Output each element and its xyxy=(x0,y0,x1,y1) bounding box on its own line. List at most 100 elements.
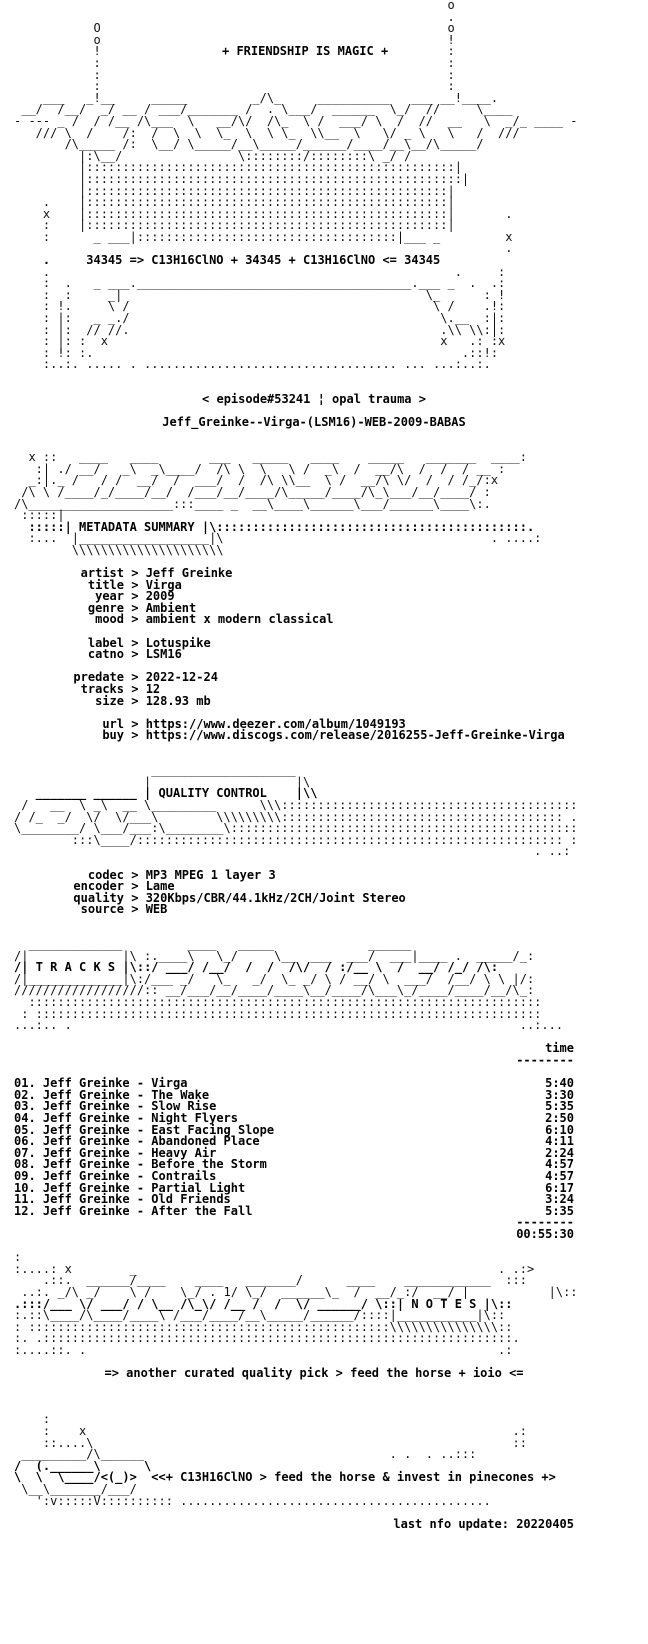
field-key: artist xyxy=(80,566,124,581)
track-number: 06. xyxy=(14,1134,36,1149)
total-time: 00:55:30 xyxy=(516,1226,574,1241)
track-title: Jeff Greinke - The Wake xyxy=(42,1087,210,1102)
track-number: 07. xyxy=(14,1145,36,1160)
time-header: time xyxy=(545,1041,574,1056)
field-encoder: encoder > Lame xyxy=(14,879,644,894)
quality-fields: codec > MP3 MPEG 1 layer 3 encoder > Lam… xyxy=(14,869,644,916)
url-link[interactable]: https://www.deezer.com/album/1049193 xyxy=(145,716,406,731)
ascii-art-header: o . O o o ! ! xyxy=(14,0,578,256)
track-number: 05. xyxy=(14,1122,36,1137)
track-time: 2:50 xyxy=(545,1111,574,1125)
field-mood: mood > ambient x modern classical xyxy=(14,614,644,626)
field-key: quality xyxy=(73,890,124,905)
field-source: source > WEB xyxy=(14,904,644,916)
field-value: LSM16 xyxy=(145,647,182,662)
field-key: url xyxy=(102,716,124,731)
field-key: tracks xyxy=(80,682,124,697)
track-number: 03. xyxy=(14,1099,36,1114)
track-title: Jeff Greinke - Heavy Air xyxy=(42,1145,217,1160)
ascii-art-quality: / __ \ _\ __ \_________ \\\:::::::::::::… xyxy=(14,797,578,859)
track-number: 11. xyxy=(14,1192,36,1207)
field-catno: catno > LSM16 xyxy=(14,647,644,662)
field-value: 2022-12-24 xyxy=(145,670,218,685)
field-label: label > Lotuspike xyxy=(14,635,644,650)
field-value: Jeff Greinke xyxy=(145,566,233,581)
track-time: 4:57 xyxy=(545,1168,574,1183)
track-number: 02. xyxy=(14,1087,36,1102)
ascii-art-metadata-bottom: :... |__________________|\ . ....: \\\\\… xyxy=(28,531,542,557)
episode-line: < episode#53241 ¦ opal trauma > xyxy=(202,392,426,407)
field-key: source xyxy=(80,902,124,917)
field-genre: genre > Ambient xyxy=(14,602,644,615)
notes-section-label: N O T E S xyxy=(411,1296,477,1311)
track-number: 01. xyxy=(14,1076,36,1091)
track-time: 5:40 xyxy=(545,1076,574,1091)
field-predate: predate > 2022-12-24 xyxy=(14,672,644,684)
track-time: 4:57 xyxy=(545,1157,574,1172)
notes-message: => another curated quality pick > feed t… xyxy=(104,1366,524,1381)
track-time: 3:30 xyxy=(545,1087,574,1102)
track-number: 10. xyxy=(14,1180,36,1195)
field-value: Lame xyxy=(145,879,175,894)
slogan: + FRIENDSHIP IS MAGIC + xyxy=(222,44,389,58)
field-key: predate xyxy=(73,670,124,685)
field-value: ambient x modern classical xyxy=(145,612,334,627)
field-value: Virga xyxy=(145,577,182,592)
quality-label-line: _______ ______ | QUALITY CONTROL |\\ xyxy=(14,786,318,801)
field-value: 12 xyxy=(145,682,161,697)
ascii-art-notes: : :....: x _ . .:> .::. ______/____ ____… xyxy=(14,1250,578,1299)
ascii-art-bridge: . . : : . _ ___.________________________… xyxy=(42,264,506,372)
release-name: Jeff_Greinke--Virga-(LSM16)-WEB-2009-BAB… xyxy=(162,415,466,430)
buy-link[interactable]: https://www.discogs.com/release/2016255-… xyxy=(145,728,565,743)
track-time: 5:35 xyxy=(545,1099,574,1114)
ascii-art-footer-bottom: \__\_______/___/ ':v:::::V:::::::::: ...… xyxy=(21,1482,491,1508)
field-codec: codec > MP3 MPEG 1 layer 3 xyxy=(14,869,644,882)
track-time: 6:17 xyxy=(545,1180,574,1195)
metadata-fields: artist > Jeff Greinke title > Virga year… xyxy=(14,566,644,742)
field-value: 320Kbps/CBR/44.1kHz/2CH/Joint Stereo xyxy=(145,890,406,905)
tracklist: time -------- 01. Jeff Greinke - Virga 5:… xyxy=(14,1043,574,1240)
notes-label-line: .:::/___ \/ ___/ / \__ /\_\/ /__ / / \/ … xyxy=(14,1296,513,1311)
field-tracks: tracks > 12 xyxy=(14,682,644,697)
track-row: 04. Jeff Greinke - Night Flyers 2:50 xyxy=(14,1111,574,1125)
formula-text: 34345 => C13H16ClNO + 34345 + C13H16ClNO… xyxy=(86,253,441,268)
track-number: 04. xyxy=(14,1111,36,1125)
field-url: url > https://www.deezer.com/album/10491… xyxy=(14,716,644,731)
ascii-art-metadata: x :: ____ ____ ___ _____ ____ _____ ____… xyxy=(14,450,527,523)
ascii-art-notes-bottom: :.::\____/\____/____\ /___/____/__\_____… xyxy=(14,1308,520,1357)
track-row: 02. Jeff Greinke - The Wake 3:30 xyxy=(14,1087,574,1102)
track-title: Jeff Greinke - Old Friends xyxy=(42,1192,231,1207)
track-title: Jeff Greinke - After the Fall xyxy=(42,1203,253,1218)
field-value: Lotuspike xyxy=(145,635,211,650)
footer-tagline: <<+ C13H16ClNO > feed the horse & invest… xyxy=(151,1470,556,1485)
field-key: title xyxy=(87,577,124,592)
track-number: 09. xyxy=(14,1168,36,1183)
nfo-document: o . O o o ! ! xyxy=(14,0,644,1530)
track-row: 01. Jeff Greinke - Virga 5:40 xyxy=(14,1076,574,1091)
total-divider: -------- xyxy=(516,1215,574,1230)
field-artist: artist > Jeff Greinke xyxy=(14,566,644,581)
footer-tagline-line: / (.______\ \ \ \ \____/<(_)> <<+ C13H16… xyxy=(14,1458,556,1485)
track-title: Jeff Greinke - Contrails xyxy=(42,1168,217,1183)
track-title: Jeff Greinke - Night Flyers xyxy=(42,1111,238,1125)
field-key: size xyxy=(95,693,124,708)
metadata-label-line: :::::| METADATA SUMMARY |\::::::::::::::… xyxy=(14,519,535,534)
field-year: year > 2009 xyxy=(14,590,644,603)
tracks-section-label: T R A C K S xyxy=(35,960,116,975)
time-divider: -------- xyxy=(516,1053,574,1068)
last-update: last nfo update: 20220405 xyxy=(393,1516,574,1531)
tracks-label-line: /| T R A C K S |\::/ ___/ /__/ / / /\/ /… xyxy=(14,960,499,975)
ascii-art-tracks-top: _____________ ____ _____ ______ /| |\ :.… xyxy=(14,937,535,963)
track-title: Jeff Greinke - Slow Rise xyxy=(42,1099,217,1114)
track-title: Jeff Greinke - East Facing Slope xyxy=(42,1122,275,1137)
track-title: Jeff Greinke - Partial Light xyxy=(42,1180,246,1195)
track-title: Jeff Greinke - Before the Storm xyxy=(42,1157,267,1172)
track-title: Jeff Greinke - Virga xyxy=(42,1076,188,1091)
field-key: label xyxy=(87,635,124,650)
field-buy: buy > https://www.discogs.com/release/20… xyxy=(14,730,644,742)
field-value: 128.93 mb xyxy=(145,693,211,708)
